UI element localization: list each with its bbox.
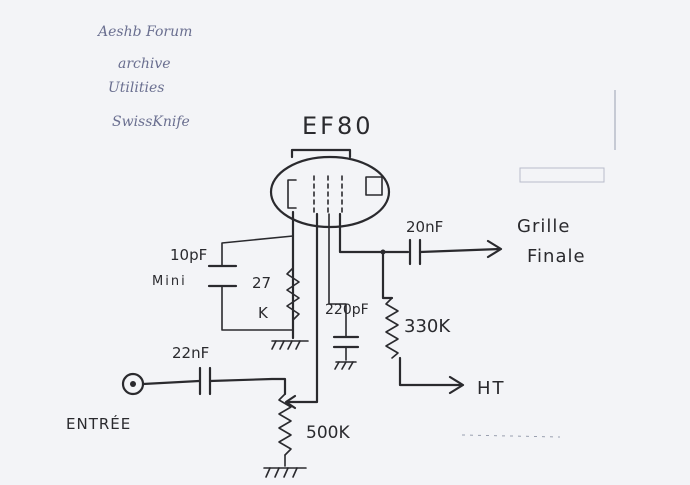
cap-input: [198, 366, 212, 396]
output-label-line1: Grille: [517, 216, 570, 237]
wire-screen: [328, 213, 347, 338]
cap-bypass-note: Mini: [152, 274, 187, 289]
wire-anode: [338, 212, 410, 254]
supply-label: HT: [477, 378, 506, 399]
input-label: ENTRÉE: [66, 414, 131, 433]
pot-value: 500K: [306, 423, 350, 443]
note-swissknife: SwissKnife: [112, 114, 190, 130]
cap-output-value: 20nF: [406, 218, 443, 236]
output-label-line2: Finale: [527, 246, 586, 267]
ground-pot-icon: [263, 467, 307, 478]
note-utilities: Utilities: [108, 80, 164, 96]
resistor-load: [380, 249, 465, 395]
cap-bypass-value: 10pF: [170, 246, 207, 264]
bleed-through: [461, 434, 561, 438]
potentiometer: [278, 393, 297, 467]
arrow-output-icon: [486, 239, 503, 259]
wire-output: [418, 247, 502, 254]
tube-envelope: [269, 148, 391, 229]
cap-output: [408, 238, 422, 266]
resistor-cathode: [286, 267, 300, 321]
input-jack-icon: [121, 372, 145, 396]
ground-cathode-icon: [271, 340, 309, 350]
res-cathode-unit: K: [258, 304, 269, 322]
tube-title: EF80: [302, 112, 374, 140]
scan-artifacts: [519, 90, 616, 183]
wire-grid: [285, 212, 319, 404]
note-archive: archive: [118, 56, 171, 72]
res-cathode-value: 27: [252, 274, 271, 292]
res-load-value: 330K: [404, 316, 451, 337]
note-forum: Aeshb Forum: [96, 24, 192, 40]
cap-input-value: 22nF: [172, 344, 209, 362]
cap-screen-value: 220pF: [325, 302, 369, 318]
wire-input-pot: [208, 377, 287, 396]
cap-screen: [332, 335, 360, 370]
cap-bypass: [207, 235, 294, 331]
wire-input: [141, 379, 201, 386]
